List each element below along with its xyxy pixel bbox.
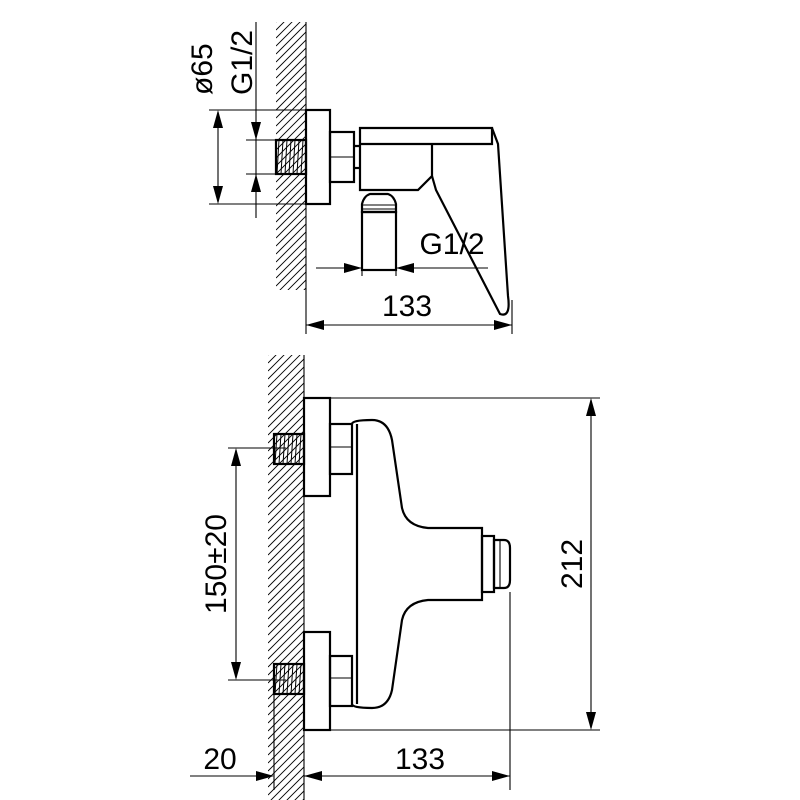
dim-center-distance-label: 150±20 — [200, 514, 233, 614]
dim-depth-side-label: 133 — [382, 290, 432, 323]
front-view: 150±20 212 20 133 — [190, 355, 600, 800]
dim-center-distance-front: 150±20 — [200, 447, 286, 681]
dim-thread-outlet-label: G1/2 — [419, 228, 484, 261]
outlet-fitting-side — [360, 192, 398, 272]
dim-wall-offset-front: 20 — [190, 694, 322, 790]
dim-thread-outlet-side: G1/2 — [316, 228, 488, 276]
wall-flange-side — [304, 108, 332, 206]
wall-hatch-front — [268, 355, 304, 800]
mixer-body-side — [354, 126, 494, 192]
dim-height-label: 212 — [556, 539, 589, 589]
inlet-lower-front — [272, 630, 354, 732]
dim-thread-inlet-label: G1/2 — [226, 30, 259, 95]
dim-diameter-label: ø65 — [186, 43, 219, 95]
dim-depth-front: 133 — [322, 592, 511, 790]
dim-height-front: 212 — [330, 397, 600, 731]
wall-hatch-side — [276, 22, 306, 290]
inlet-nipple-side — [274, 138, 308, 176]
dim-depth-side: 133 — [305, 290, 513, 334]
dim-depth-front-label: 133 — [395, 743, 445, 776]
lever-handle-side — [430, 127, 510, 316]
dim-diameter-side: ø65 — [186, 43, 306, 205]
dim-thread-inlet-side: G1/2 — [226, 22, 276, 218]
inlet-upper-front — [272, 396, 354, 498]
dim-wall-offset-label: 20 — [203, 743, 236, 776]
outlet-knob-front — [480, 534, 512, 594]
mixer-body-front — [350, 418, 484, 710]
side-view: ø65 G1/2 G1/2 133 — [186, 22, 513, 334]
